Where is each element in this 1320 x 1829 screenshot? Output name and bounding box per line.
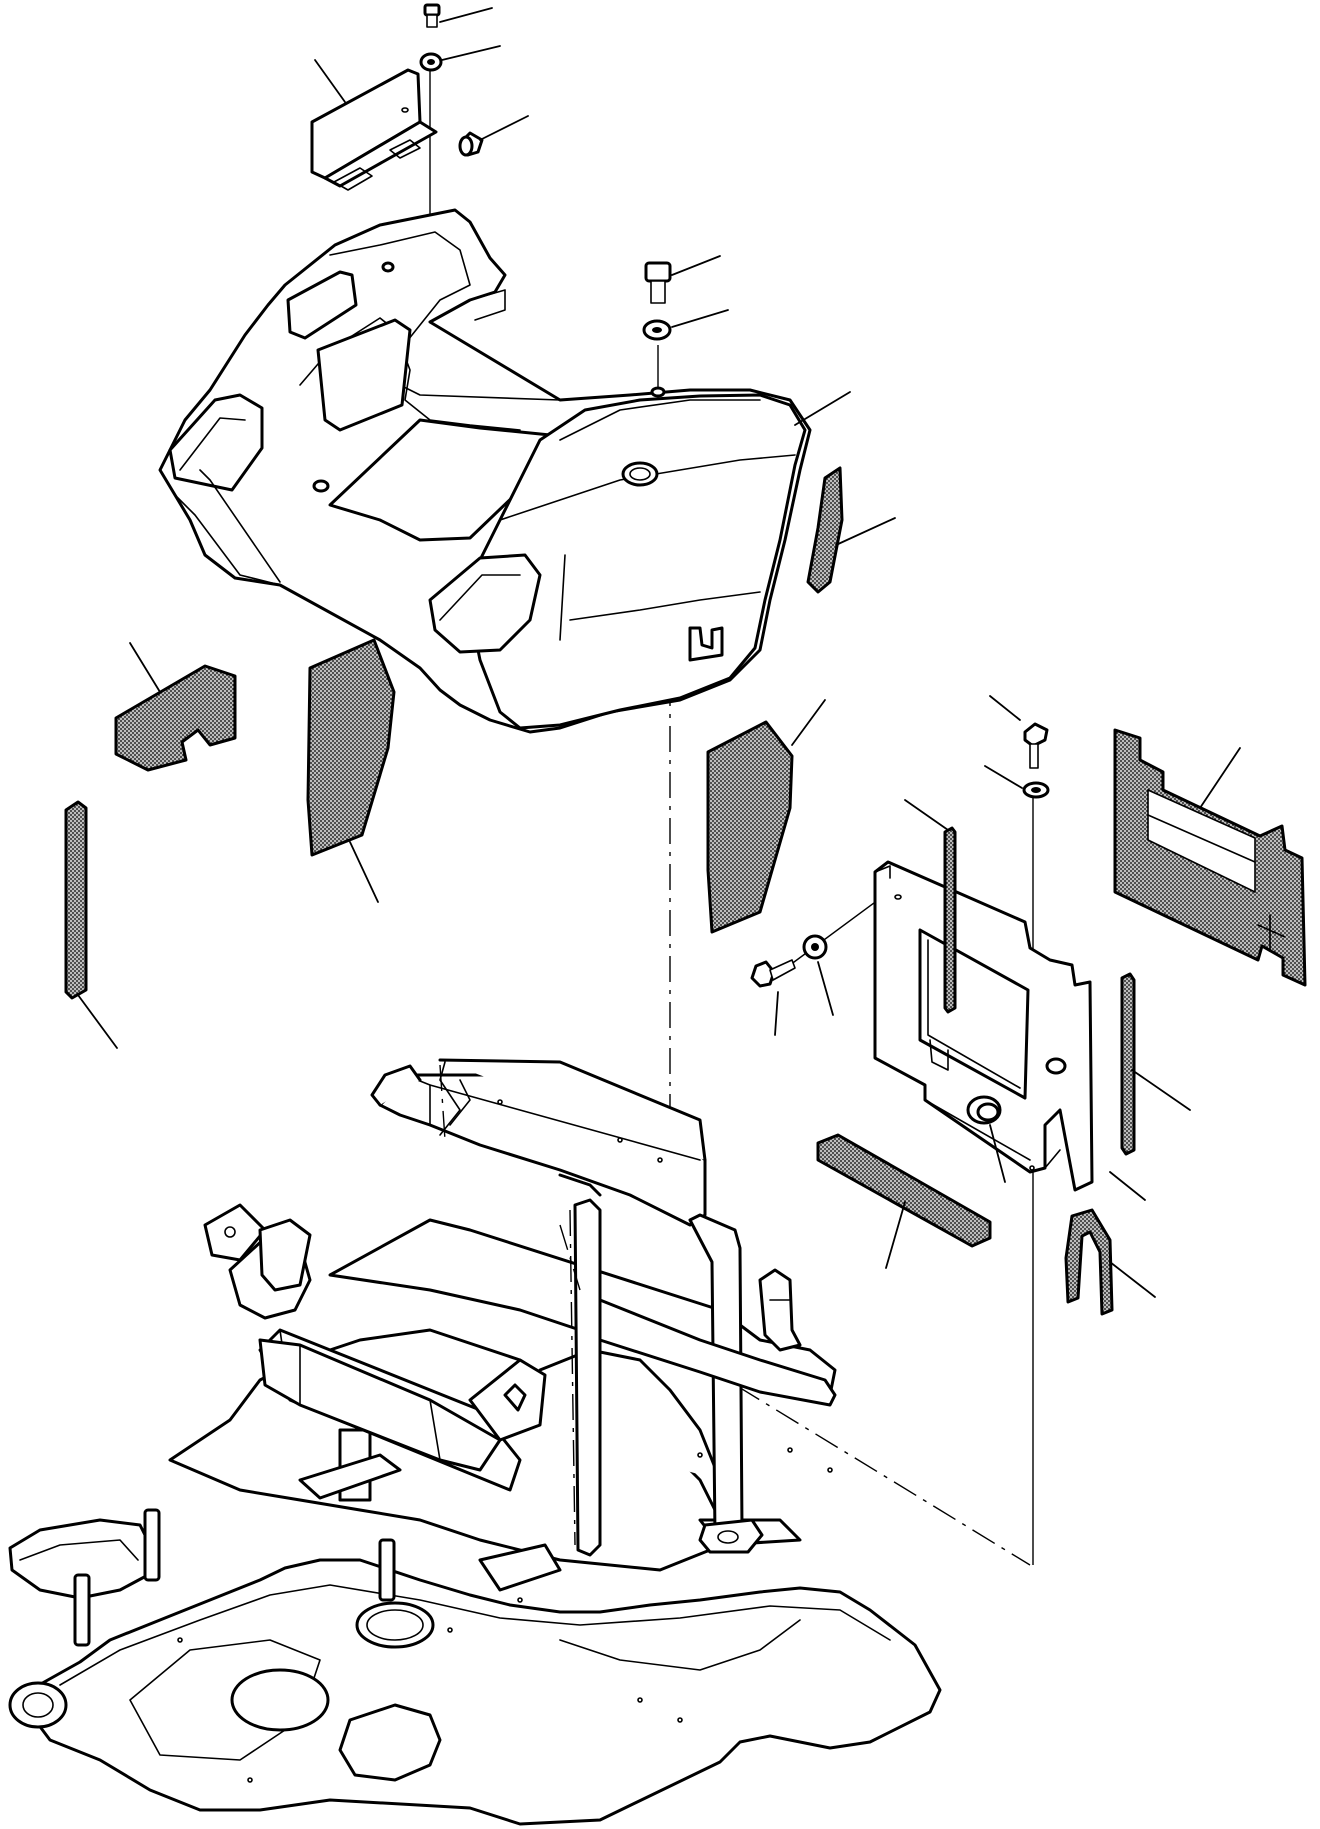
mounting-bracket (310, 59, 438, 191)
right-bolt (644, 255, 721, 304)
mounting-plate (873, 860, 1146, 1201)
foam-pad-center (706, 699, 826, 934)
plate-grommet (966, 1095, 1006, 1183)
right-washer (642, 309, 729, 341)
seat-cover-assembly (158, 208, 851, 734)
plate-washer (984, 765, 1050, 799)
top-washer (419, 45, 501, 72)
frame-axis-link (559, 1224, 581, 1291)
foam-panel-large (1113, 728, 1307, 987)
plate-bolt (989, 695, 1049, 769)
foam-strip-vertical-b (1120, 972, 1191, 1156)
side-washer (802, 934, 834, 1016)
foam-strip-left (64, 800, 118, 1049)
side-bolt (750, 959, 796, 1036)
foam-strip-diagonal (816, 1133, 992, 1269)
chassis-frame (8, 1058, 942, 1826)
u-seal (1064, 1208, 1156, 1316)
foam-strip-vertical-a (904, 799, 957, 1014)
curved-seal-strip (806, 466, 896, 594)
foam-pad-tall (306, 638, 396, 903)
foam-pad-small (114, 642, 237, 772)
grommet-plug (458, 115, 529, 157)
top-bolt (423, 3, 493, 28)
